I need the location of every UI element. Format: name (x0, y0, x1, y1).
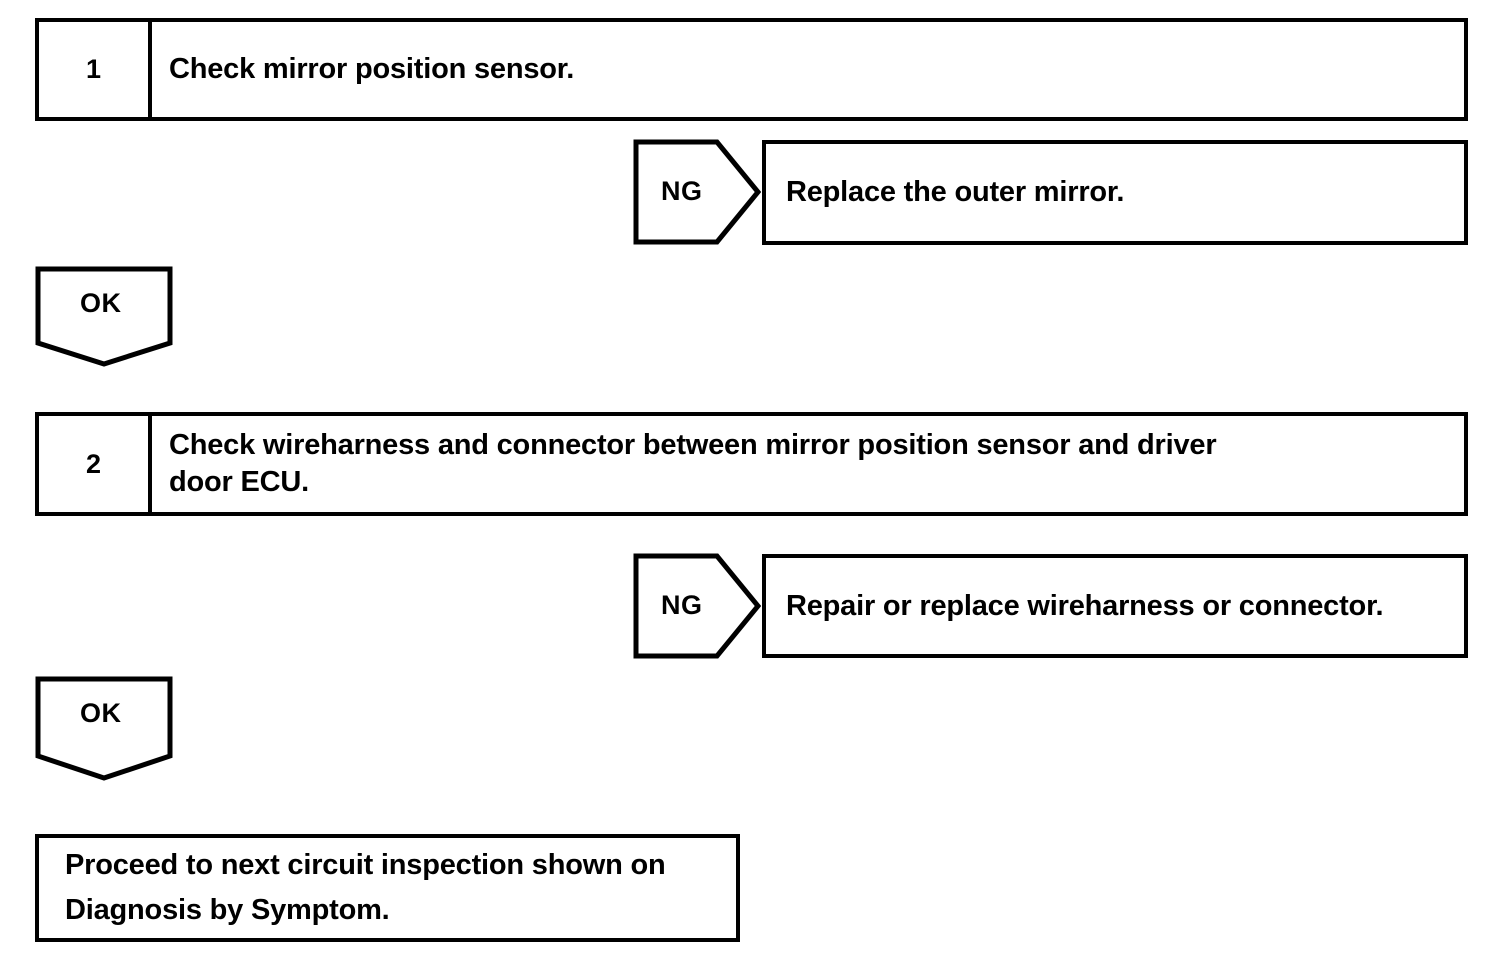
ng-result-1-box: Replace the outer mirror. (762, 140, 1468, 245)
ng-label-1: NG (661, 176, 703, 206)
final-text-line-1: Proceed to next circuit inspection shown… (65, 849, 666, 882)
ng-result-1-text: Replace the outer mirror. (786, 176, 1125, 208)
step-1-box: 1 Check mirror position sensor. (35, 18, 1468, 121)
step-2-number: 2 (39, 416, 152, 512)
final-instruction-box: Proceed to next circuit inspection shown… (35, 834, 740, 942)
step-1-text: Check mirror position sensor. (169, 53, 575, 86)
ok-arrow-1 (35, 266, 173, 367)
ok-label-2: OK (80, 698, 122, 728)
step-2-text: Check wireharness and connector between … (152, 416, 1464, 512)
step-2-text-line-2: door ECU. (169, 466, 309, 498)
ok-label-1: OK (80, 288, 122, 318)
step-2-box: 2 Check wireharness and connector betwee… (35, 412, 1468, 516)
ng-arrow-1 (633, 139, 761, 245)
final-text-line-2: Diagnosis by Symptom. (65, 894, 390, 926)
ng-result-2-text: Repair or replace wireharness or connect… (786, 589, 1384, 622)
step-1-number: 1 (39, 22, 152, 117)
ok-arrow-2 (35, 676, 173, 782)
ng-arrow-2 (633, 553, 761, 659)
step-2-text-line-1: Check wireharness and connector between … (169, 429, 1217, 462)
ng-result-2-box: Repair or replace wireharness or connect… (762, 554, 1468, 658)
ng-label-2: NG (661, 590, 703, 620)
